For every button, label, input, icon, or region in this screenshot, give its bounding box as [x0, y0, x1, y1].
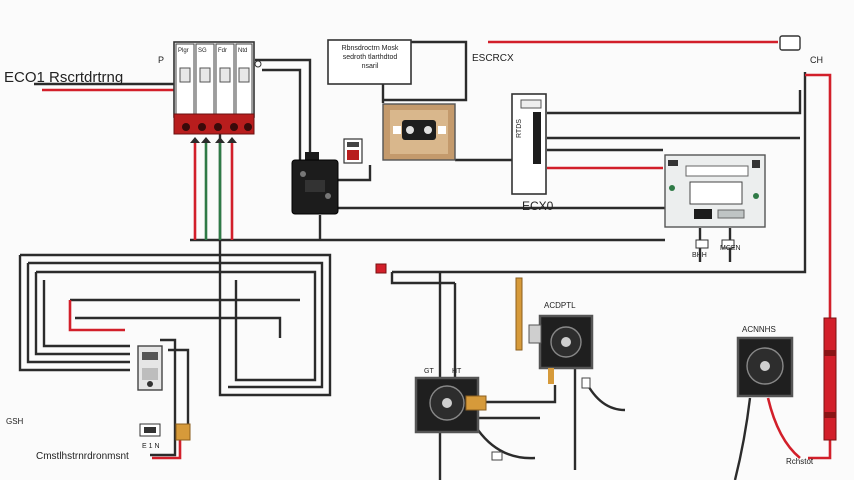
wire-loop-left-4 [42, 280, 130, 348]
wire-mid-dial-curve [583, 379, 626, 412]
wire-module-to-sensor [338, 165, 372, 182]
indicator-left [695, 239, 709, 249]
wire-bar-right-1 [547, 90, 802, 115]
wire-dial-curve [477, 429, 536, 460]
wire-loop-2 [28, 261, 324, 389]
breaker-panel [173, 41, 262, 143]
mid-dial [528, 314, 594, 384]
right-dial-label: ACNNHS [742, 325, 776, 334]
orange-antenna [515, 277, 523, 351]
wire-inner-2 [75, 316, 282, 338]
power-box [327, 39, 412, 85]
indicator-right [721, 239, 735, 249]
connector-small-2 [491, 451, 503, 461]
bottom-left-small: E 1 N [142, 443, 160, 450]
mid-dial-label: ACDPTL [544, 301, 576, 310]
wire-loop-left-2 [26, 263, 130, 364]
relay-photo [382, 103, 456, 161]
side-bar-text: RTDS [516, 119, 523, 138]
controller-board [664, 154, 766, 228]
small-sensor [343, 138, 363, 164]
left-dial-label-1: GT [424, 368, 434, 375]
wire-loop-3 [36, 270, 317, 382]
power-box-text: Rbnsdroctrn Mosk sedroth tlarthdtod nsar… [341, 45, 399, 70]
right-dial [736, 336, 794, 398]
wire-breaker-to-module [255, 58, 312, 160]
breaker-label-2: SG [198, 48, 207, 54]
wire-bus-link [390, 272, 455, 285]
controller-label: ECX0 [522, 199, 554, 213]
small-indicator-left-label: BHH [692, 252, 707, 259]
left-dial-label-2: HT [452, 368, 462, 375]
red-fuse [823, 317, 837, 441]
wire-right-red [805, 73, 832, 318]
left-dial [414, 376, 487, 434]
left-misc-label: GSH [6, 417, 24, 426]
wire-bottom-red [152, 440, 182, 460]
sensor-stack [137, 345, 191, 441]
wire-inner-red [68, 300, 125, 332]
title-label: ECO1 Rscrtdrtrng [4, 69, 124, 86]
breaker-label-3: Fdr [218, 48, 227, 54]
wire-loop-outer [20, 120, 332, 397]
controller-bar [511, 93, 547, 195]
bus-marker [375, 263, 387, 274]
small-indicator-right-label: MCEN [720, 245, 741, 252]
wire-group-red [42, 40, 832, 460]
wire-group-green [204, 140, 222, 240]
wire-right-red-bottom [808, 440, 832, 460]
wire-loop-left-1 [18, 255, 130, 372]
top-connector [779, 35, 801, 51]
wire-right-dial-red [766, 397, 801, 460]
wire-loop-left-3 [34, 272, 130, 356]
wire-right-loop [392, 72, 807, 274]
bottom-right-caption: Rchstot [786, 457, 814, 466]
wire-sensor-down-2 [168, 348, 190, 430]
top-right-label: CH [810, 55, 823, 65]
bottom-left-caption: Cmstlhstrnrdronmsnt [36, 451, 129, 462]
title-small-label: P [158, 55, 165, 65]
esc-label: ESCRCX [472, 53, 514, 64]
wire-box-frame [383, 40, 468, 102]
wire-sensor-down [150, 338, 177, 457]
black-module [291, 152, 339, 215]
breaker-label-4: Ntd [238, 48, 248, 54]
wire-breaker-to-module-2 [262, 68, 302, 160]
breaker-label-1: Plgr [178, 48, 189, 54]
wire-dial-to-dial [480, 385, 557, 404]
connector-small-1 [581, 377, 591, 389]
wire-right-dial-down [733, 397, 752, 480]
